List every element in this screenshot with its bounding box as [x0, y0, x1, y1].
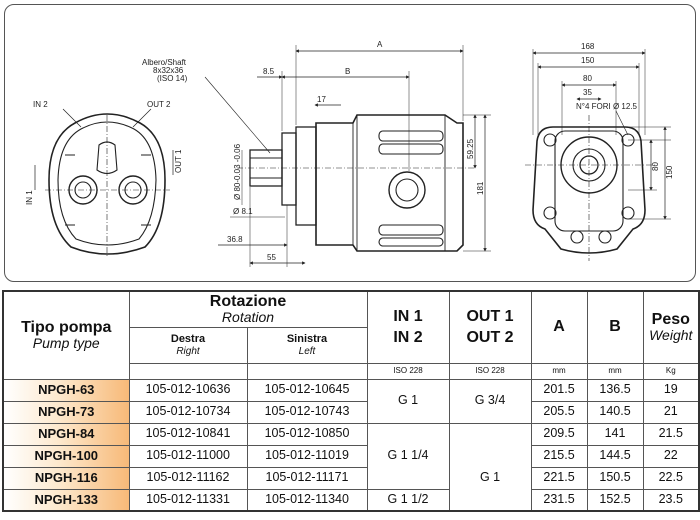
- in-group-cell: G 1 1/2: [366, 488, 450, 512]
- dim-a-cell: 215.5: [530, 444, 588, 468]
- header-rotation: Rotazione Rotation: [128, 290, 368, 328]
- technical-drawing-panel: IN 2 OUT 2 IN 1 OUT 1: [4, 4, 696, 282]
- spec-table-container: Tipo pompa Pump type Rotazione Rotation …: [2, 290, 700, 512]
- dim-b-cell: 150.5: [586, 466, 644, 490]
- code-left-cell: 105-012-10645: [246, 378, 368, 402]
- dim-b-cell: 141: [586, 422, 644, 446]
- pump-type-cell: NPGH-133: [2, 488, 130, 512]
- pump-type-cell: NPGH-100: [2, 444, 130, 468]
- table-row: NPGH-63 105-012-10636 105-012-10645 G 1 …: [2, 378, 700, 424]
- header-b: B: [586, 290, 644, 364]
- unit-blank-left: [246, 362, 368, 380]
- header-weight: Peso Weight: [642, 290, 700, 364]
- dim-b-cell: 152.5: [586, 488, 644, 512]
- out-group-cell: G 3/4: [448, 378, 532, 424]
- pump-spec-table: Tipo pompa Pump type Rotazione Rotation …: [2, 290, 700, 512]
- dim-168: 168: [581, 42, 595, 51]
- shaft-label-1: Albero/Shaft: [142, 58, 187, 67]
- label-in2: IN 2: [33, 100, 48, 109]
- label-out1: OUT 1: [174, 149, 183, 173]
- weight-cell: 22: [642, 444, 700, 468]
- header-right: Destra Right: [128, 326, 248, 364]
- weight-cell: 21: [642, 400, 700, 424]
- dim-a-cell: 209.5: [530, 422, 588, 446]
- code-left-cell: 105-012-11340: [246, 488, 368, 512]
- header-out: OUT 1 OUT 2: [448, 290, 532, 364]
- dim-150-vertical: 150: [665, 165, 674, 179]
- out-group-blank: [448, 422, 532, 445]
- dim-8-1: Ø 8.1: [233, 207, 253, 216]
- dim-80h: Ø 80-0.03 -0.06: [233, 143, 242, 200]
- table-row: NPGH-100 105-012-11000 105-012-11019 G 1…: [2, 444, 700, 512]
- dim-150: 150: [581, 56, 595, 65]
- code-right-cell: 105-012-11331: [128, 488, 248, 512]
- pump-type-cell: NPGH-73: [2, 400, 130, 424]
- dim-59-25: 59.25: [466, 138, 475, 159]
- unit-b: mm: [586, 362, 644, 380]
- dim-80: 80: [583, 74, 592, 83]
- dim-a-label: A: [377, 40, 383, 49]
- in-group-cell: G 1: [366, 378, 450, 424]
- unit-out: ISO 228: [448, 362, 532, 380]
- pump-type-cell: NPGH-63: [2, 378, 130, 402]
- weight-cell: 21.5: [642, 422, 700, 446]
- dim-8-5: 8.5: [263, 67, 275, 76]
- dim-80-vertical: 80: [651, 162, 660, 171]
- label-out2: OUT 2: [147, 100, 171, 109]
- weight-cell: 19: [642, 378, 700, 402]
- dim-a-cell: 201.5: [530, 378, 588, 402]
- unit-weight: Kg: [642, 362, 700, 380]
- unit-in: ISO 228: [366, 362, 450, 380]
- out-group-cell: G 1: [448, 445, 532, 512]
- code-left-cell: 105-012-10850: [246, 422, 368, 446]
- header-in: IN 1 IN 2: [366, 290, 450, 364]
- shaft-label-3: (ISO 14): [157, 74, 188, 83]
- unit-a: mm: [530, 362, 588, 380]
- table-row: NPGH-116 105-012-11162 105-012-11171 221…: [2, 466, 700, 490]
- table-row: NPGH-133 105-012-11331 105-012-11340 G 1…: [2, 488, 700, 512]
- code-right-cell: 105-012-10734: [128, 400, 248, 424]
- dim-36-8: 36.8: [227, 235, 243, 244]
- weight-cell: 22.5: [642, 466, 700, 490]
- dim-a-cell: 205.5: [530, 400, 588, 424]
- pump-type-cell: NPGH-84: [2, 422, 130, 446]
- flange-view: [525, 49, 671, 261]
- dim-a-cell: 221.5: [530, 466, 588, 490]
- header-pump-type: Tipo pompa Pump type: [2, 290, 130, 380]
- code-left-cell: 105-012-10743: [246, 400, 368, 424]
- in-group-cell: G 1 1/4: [366, 422, 450, 490]
- dim-b-cell: 140.5: [586, 400, 644, 424]
- dim-181: 181: [476, 181, 485, 195]
- unit-blank-right: [128, 362, 248, 380]
- header-left: Sinistra Left: [246, 326, 368, 364]
- code-right-cell: 105-012-11000: [128, 444, 248, 468]
- header-a: A: [530, 290, 588, 364]
- code-right-cell: 105-012-10841: [128, 422, 248, 446]
- side-view: [204, 45, 491, 267]
- label-4-holes: N°4 FORI Ø 12.5: [576, 102, 638, 111]
- weight-cell: 23.5: [642, 488, 700, 512]
- code-left-cell: 105-012-11019: [246, 444, 368, 468]
- pump-drawing: IN 2 OUT 2 IN 1 OUT 1: [25, 40, 674, 267]
- table-row: NPGH-73 105-012-10734 105-012-10743 205.…: [2, 400, 700, 424]
- label-in1: IN 1: [25, 190, 34, 205]
- dim-b-cell: 144.5: [586, 444, 644, 468]
- dim-55: 55: [267, 253, 276, 262]
- dim-b-label: B: [345, 67, 350, 76]
- pump-type-cell: NPGH-116: [2, 466, 130, 490]
- dim-35: 35: [583, 88, 592, 97]
- code-left-cell: 105-012-11171: [246, 466, 368, 490]
- shaft-label-2: 8x32x36: [153, 66, 184, 75]
- dim-17: 17: [317, 95, 326, 104]
- code-right-cell: 105-012-11162: [128, 466, 248, 490]
- table-row: NPGH-84 105-012-10841 105-012-10850 G 1 …: [2, 422, 700, 490]
- dim-a-cell: 231.5: [530, 488, 588, 512]
- front-view: [34, 108, 174, 257]
- code-right-cell: 105-012-10636: [128, 378, 248, 402]
- dim-b-cell: 136.5: [586, 378, 644, 402]
